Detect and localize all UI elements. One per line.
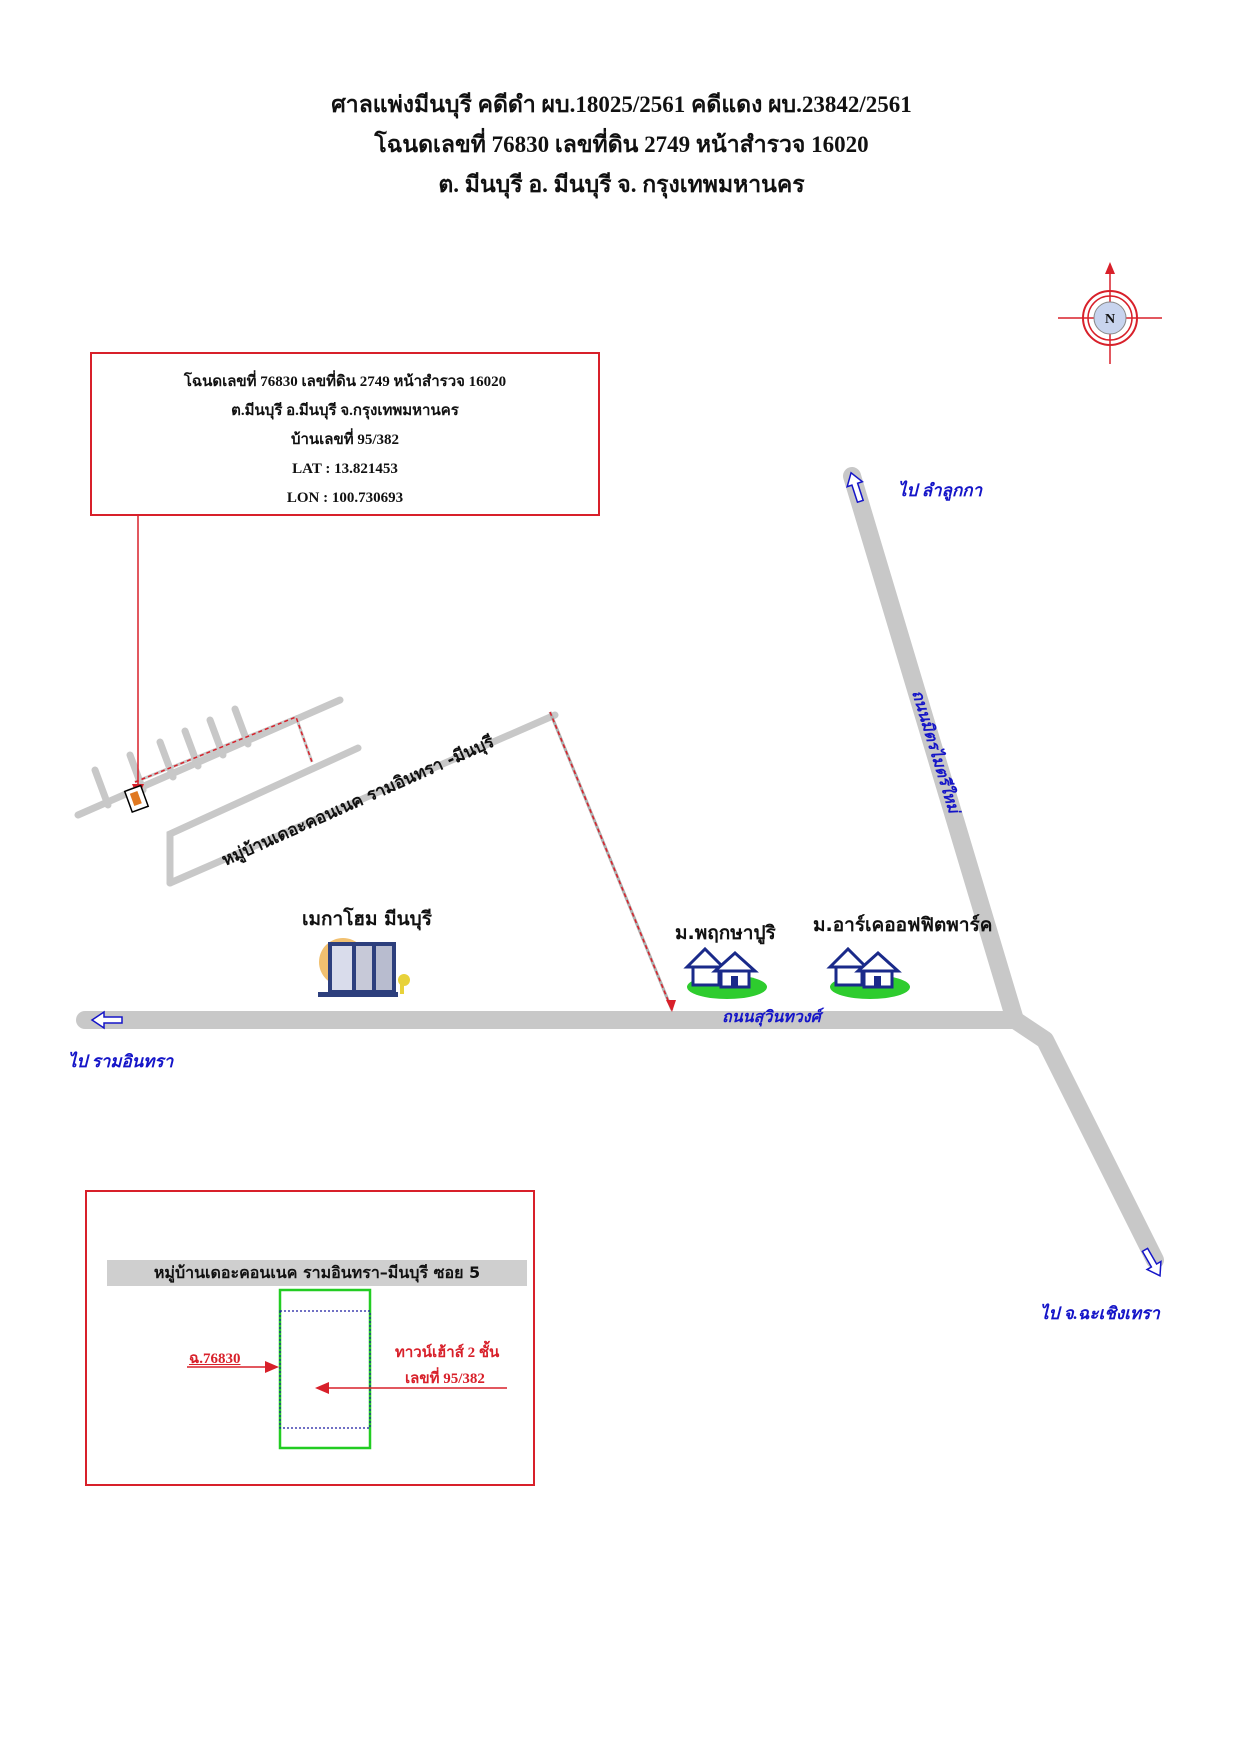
info-longitude: LON : 100.730693 <box>286 490 404 506</box>
header-line-location: ต. มีนบุรี อ. มีนบุรี จ. กรุงเทพมหานคร <box>438 172 805 197</box>
vertical-road-label: ถนนมิตรไมตรีใหม่ <box>908 688 964 818</box>
village-b-house-icon <box>826 946 910 999</box>
info-address-line: ต.มีนบุรี อ.มีนบุรี จ.กรุงเทพมหานคร <box>231 403 459 419</box>
southeast-arrow-icon <box>1141 1247 1162 1278</box>
compass-north-label: N <box>1105 312 1115 327</box>
info-deed-line: โฉนดเลขที่ 76830 เลขที่ดิน 2749 หน้าสำรว… <box>183 374 507 390</box>
direction-west-label: ไป รามอินทรา <box>68 1052 174 1071</box>
village-a-house-icon <box>683 946 767 999</box>
direction-north-label: ไป ลำลูกกา <box>898 481 983 500</box>
deed-arrow-head <box>265 1361 279 1373</box>
plot-inset-box: หมู่บ้านเดอะคอนเนค รามอินทรา–มีนบุรี ซอย… <box>85 1190 535 1486</box>
north-arrow-icon <box>846 471 865 504</box>
village-roads <box>74 696 559 887</box>
plot-boundary <box>278 1288 372 1450</box>
info-latitude: LAT : 13.821453 <box>292 461 398 477</box>
compass-icon: N <box>1058 262 1162 364</box>
plot-diagram <box>187 1288 507 1450</box>
village-b-label: ม.อาร์เคออฟฟิตพาร์ค <box>813 914 993 936</box>
southeast-road <box>1006 1011 1164 1269</box>
route-path <box>134 716 313 783</box>
route-arrow-head <box>666 1000 676 1012</box>
house-type-label: ทาวน์เฮ้าส์ 2 ชั้น <box>395 1345 500 1361</box>
inset-title: หมู่บ้านเดอะคอนเนค รามอินทรา–มีนบุรี ซอย… <box>107 1260 527 1286</box>
deed-number-label: ฉ.76830 <box>189 1351 241 1367</box>
property-marker <box>123 784 150 814</box>
plot-building-outline <box>279 1310 371 1429</box>
village-road-label: หมู่บ้านเดอะคอนเนค รามอินทรา -มีนบุรี <box>218 731 498 872</box>
main-road-label: ถนนสุวินทวงศ์ <box>722 1009 821 1026</box>
direction-southeast-label: ไป จ.ฉะเชิงเทรา <box>1040 1304 1160 1323</box>
house-number-label: เลขที่ 95/382 <box>405 1371 485 1387</box>
header-line-deed: โฉนดเลขที่ 76830 เลขที่ดิน 2749 หน้าสำรว… <box>374 132 869 157</box>
info-house-number: บ้านเลขที่ 95/382 <box>290 432 400 448</box>
route-path-to-main <box>549 711 673 1011</box>
header-line-court: ศาลแพ่งมีนบุรี คดีดำ ผบ.18025/2561 คดีแด… <box>331 92 912 117</box>
north-road <box>843 467 1024 1029</box>
mega-home-building-icon <box>318 938 410 997</box>
mega-home-label: เมกาโฮม มีนบุรี <box>302 908 432 930</box>
property-info-box: โฉนดเลขที่ 76830 เลขที่ดิน 2749 หน้าสำรว… <box>90 352 600 516</box>
village-a-label: ม.พฤกษาปูริ <box>675 922 776 944</box>
house-arrow-head <box>315 1382 329 1394</box>
west-arrow-icon <box>90 1010 123 1030</box>
